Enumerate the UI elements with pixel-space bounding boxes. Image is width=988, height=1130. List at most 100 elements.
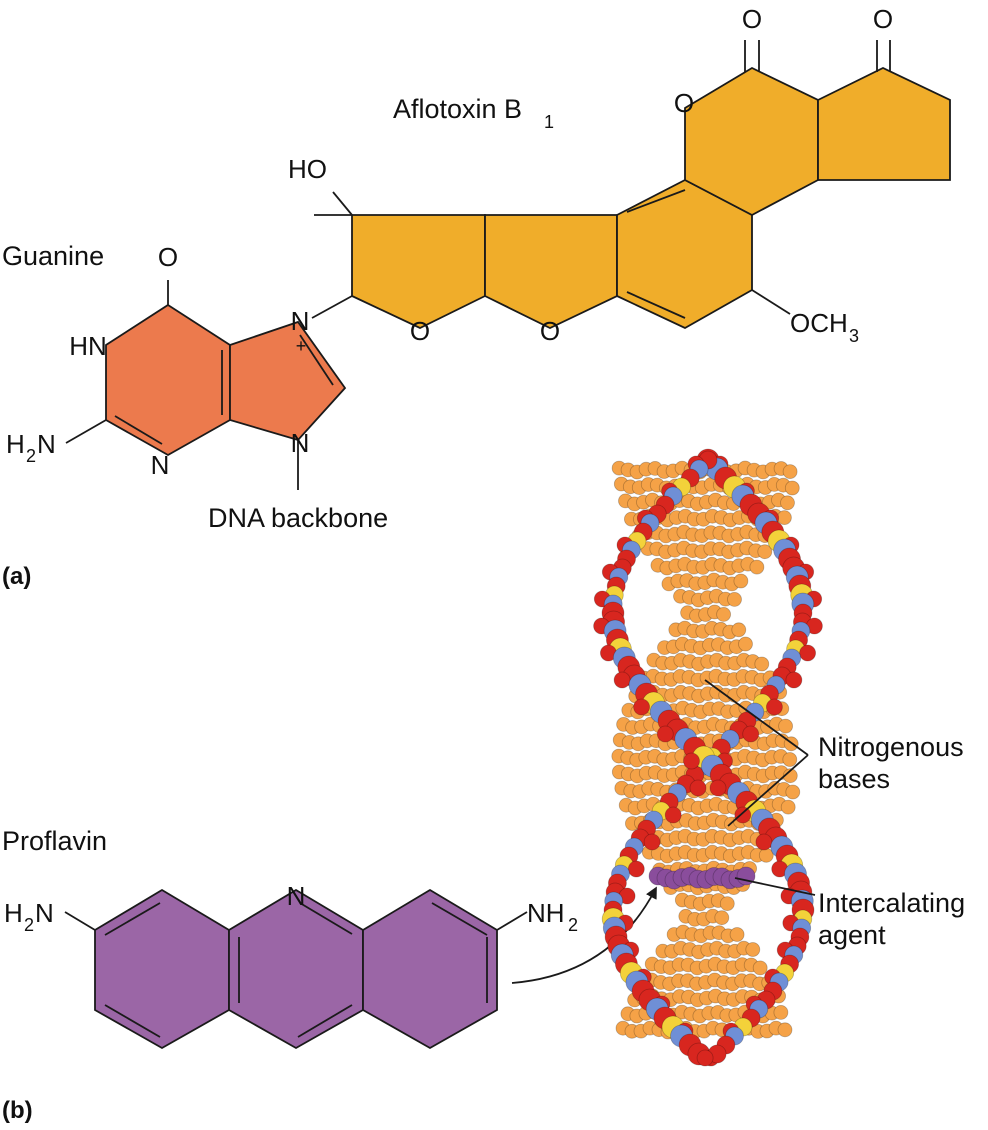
atom-label-nh2: NH xyxy=(527,898,565,928)
nitrogenous-base-atom xyxy=(780,495,795,511)
adduct-bond xyxy=(311,295,353,319)
atom-label-n-plus: N xyxy=(291,306,310,336)
atom-label-n: N xyxy=(151,450,170,480)
backbone-atom xyxy=(689,779,707,797)
atom-label-h2n-h: H xyxy=(6,429,25,459)
proflavin-double-bond xyxy=(299,902,353,935)
nitrogenous-base-atom xyxy=(784,480,800,496)
nitrogenous-base-atom xyxy=(731,622,747,638)
proflavin-double-bond xyxy=(431,902,488,936)
aflatoxin-label-subscript: 1 xyxy=(544,112,554,132)
callout-line-bases xyxy=(704,679,809,756)
nitrogenous-base-atom xyxy=(754,656,770,672)
nitrogenous-base-atom xyxy=(782,768,798,784)
amine-bond xyxy=(65,419,107,444)
guanine-double-bond xyxy=(299,334,334,386)
nitrogenous-base-atom xyxy=(785,784,801,800)
aflatoxin-double-bond xyxy=(626,291,686,319)
proflavin-molecule xyxy=(64,888,528,1050)
atom-label-n-nine: N xyxy=(291,428,310,458)
atom-label-o-ring: O xyxy=(540,316,560,346)
guanine-label: Guanine xyxy=(2,241,104,271)
proflavin-label: Proflavin xyxy=(2,826,107,856)
backbone-atom xyxy=(734,806,752,824)
atom-label-och3-sub: 3 xyxy=(849,326,859,346)
proflavin-ring-middle xyxy=(228,888,364,1050)
nitrogenous-base-atom xyxy=(752,960,768,976)
callout-intercalating-agent: Intercalating xyxy=(818,888,965,918)
callout-intercalating-agent: agent xyxy=(818,920,886,950)
aflatoxin-double-bond xyxy=(626,189,686,213)
backbone-atom xyxy=(627,860,645,878)
proflavin-double-bond xyxy=(297,1004,353,1038)
atom-label-och3: OCH xyxy=(790,308,848,338)
intercalation-arrow xyxy=(511,886,657,984)
backbone-atom xyxy=(709,779,727,797)
atom-label-hn: HN xyxy=(69,331,107,361)
atom-label-h2n-sub: 2 xyxy=(26,446,36,466)
aflatoxin-cyclopentenone-ring xyxy=(817,66,951,181)
nitrogenous-base-atom xyxy=(777,1022,793,1038)
nitrogenous-base-atom xyxy=(729,927,745,942)
callout-line-bases xyxy=(727,754,809,827)
atom-label-o-carbonyl: O xyxy=(873,4,893,34)
callout-lines xyxy=(704,679,816,896)
aflatoxin-furan-ring-1 xyxy=(351,214,486,329)
backbone-atom xyxy=(766,698,783,716)
nitrogenous-base-atom xyxy=(733,573,749,589)
backbone-atom xyxy=(696,1049,714,1067)
proflavin-ring-right xyxy=(362,888,498,1050)
nitrogenous-base-atom xyxy=(778,718,793,734)
atom-label-ho: HO xyxy=(288,154,327,184)
proflavin-double-bond xyxy=(104,902,161,936)
nitrogenous-base-atom xyxy=(749,559,765,575)
guanine-five-ring xyxy=(229,320,347,442)
methoxy-bond xyxy=(751,289,791,315)
nitrogenous-base-atom xyxy=(745,942,761,957)
atom-label-h2n-sub: 2 xyxy=(24,915,34,935)
amine-bond xyxy=(496,911,528,931)
nitrogenous-base-atom xyxy=(727,592,742,607)
atom-label-o-carbonyl: O xyxy=(742,4,762,34)
panel-a-labels: O HN H 2 N N N + N HO O O OCH 3 O O O Gu… xyxy=(2,4,893,590)
nitrogenous-base-atom xyxy=(757,544,773,560)
guanine-molecule xyxy=(65,280,353,490)
panel-label-a: (a) xyxy=(2,563,31,590)
backbone-atom xyxy=(633,698,650,716)
nitrogenous-base-atom xyxy=(780,799,796,815)
backbone-atom xyxy=(643,833,661,851)
panel-label-b: (b) xyxy=(2,1097,33,1124)
nitrogenous-base-atom xyxy=(714,910,730,926)
backbone-atom xyxy=(755,833,773,851)
nitrogenous-base-atom xyxy=(777,510,792,525)
atom-label-o-ring: O xyxy=(410,316,430,346)
atom-label-h2n-n: N xyxy=(35,898,54,928)
backbone-atom xyxy=(664,806,682,824)
backbone-atom xyxy=(799,644,816,662)
atom-label-n-ring: N xyxy=(287,881,306,911)
amine-bond xyxy=(64,911,96,931)
backbone-atom xyxy=(613,671,631,689)
aflatoxin-molecule xyxy=(314,40,951,330)
nitrogenous-base-atom xyxy=(738,636,753,652)
charge-plus: + xyxy=(296,336,307,356)
nitrogenous-base-atom xyxy=(773,1005,789,1020)
backbone-atom xyxy=(742,725,760,743)
nitrogenous-base-atom xyxy=(782,752,798,767)
atom-label-h2n-h: H xyxy=(4,898,23,928)
atom-label-o: O xyxy=(158,242,178,272)
nitrogenous-base-atom xyxy=(719,896,735,911)
callout-line-agent xyxy=(734,877,816,896)
proflavin-double-bond xyxy=(104,1004,161,1038)
panel-b-labels: Proflavin H 2 N N NH 2 (b) xyxy=(2,826,578,1124)
backbone-atom xyxy=(683,752,700,770)
atom-label-o-lactone: O xyxy=(674,88,694,118)
proflavin-ring-left xyxy=(94,888,230,1050)
atom-label-h2n-n: N xyxy=(37,429,56,459)
backbone-atom xyxy=(656,725,674,743)
nitrogenous-base-atom xyxy=(782,464,798,480)
aflatoxin-furan-ring-2 xyxy=(484,214,618,330)
callout-nitrogenous-bases: bases xyxy=(818,764,890,794)
